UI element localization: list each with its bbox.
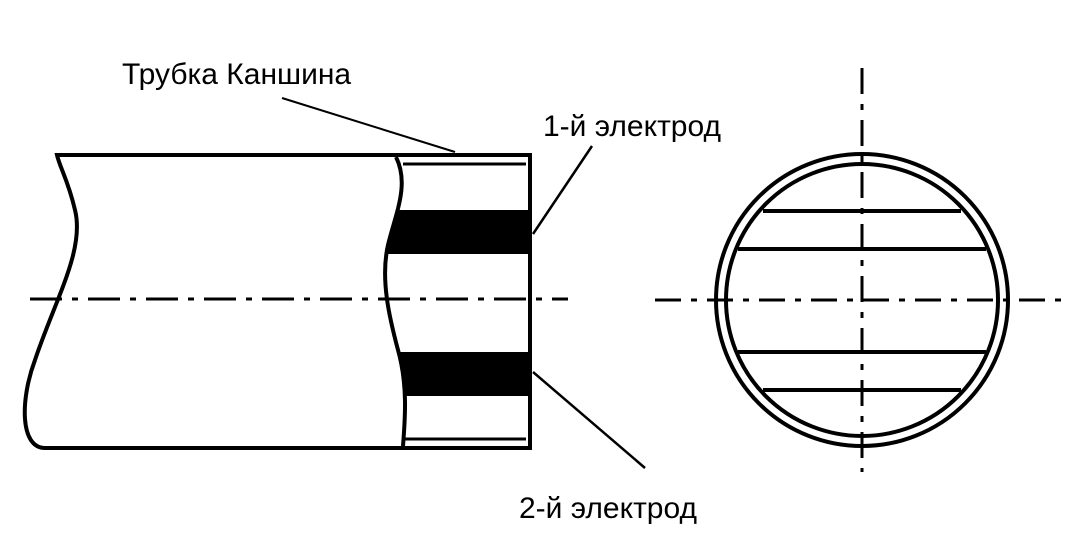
leader-electrode-2 [532,371,646,469]
cross-section-view [655,68,1062,472]
label-electrode-2: 2-й электрод [519,492,697,525]
leader-electrode-1 [531,145,594,235]
label-tube: Трубка Каншина [122,58,351,91]
leader-lines [281,97,646,469]
label-electrode-1: 1-й электрод [543,110,721,143]
electrode-2-band [397,352,530,396]
side-view [22,153,568,450]
electrode-1-band [388,210,530,254]
leader-tube [281,97,456,153]
tube-body [22,153,532,450]
